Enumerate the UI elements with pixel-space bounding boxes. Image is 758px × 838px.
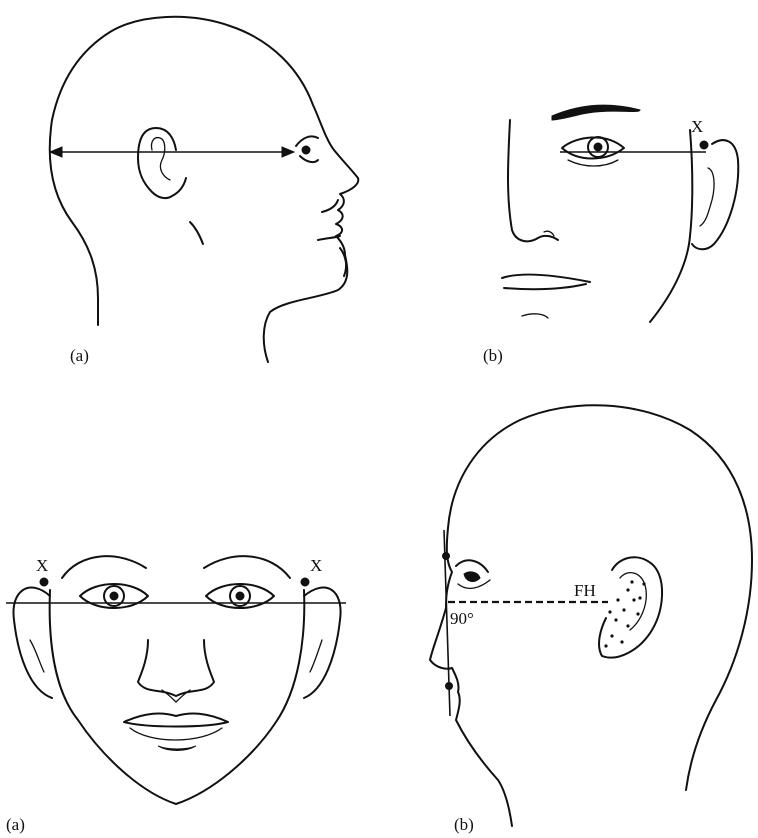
face-contour [650,130,692,322]
right-pupil [236,592,244,600]
point-x-marker [700,141,708,149]
mouth [124,714,228,727]
panel-bottom-right-fh-profile: 90° FH (b) [430,405,752,834]
caption-top-right: (b) [483,346,503,365]
label-90-degrees: 90° [450,609,474,628]
left-eyebrow [62,556,146,578]
right-ear [304,588,341,698]
label-x-left: X [36,556,48,575]
ear [692,140,738,249]
right-ear-inner [310,640,322,672]
mouth [502,275,590,290]
vertical-point-bottom [446,683,453,690]
lower-lip [130,728,222,740]
arrow-right [282,147,294,157]
face-outline [50,590,305,804]
chin-shadow [158,746,196,751]
ear-stippling [605,581,645,647]
ear-inner [151,138,170,180]
panel-top-right-half-face: X (b) [483,105,738,365]
nose [508,120,558,241]
label-x: X [691,117,703,136]
head-outline [50,17,359,362]
label-fh: FH [574,581,596,600]
caption-top-left: (a) [70,346,89,365]
panel-bottom-left-frontal-face: X X (a) [6,556,346,834]
eyebrow [552,105,640,120]
eye-profile [456,560,488,572]
nose [138,640,214,696]
left-pupil [110,592,118,600]
caption-bottom-right: (b) [454,815,474,834]
left-ear [13,588,52,698]
eye-pupil [464,572,480,582]
left-ear-inner [30,640,44,672]
vertical-point-top [443,553,450,560]
left-point-x [40,578,48,586]
label-x-right: X [310,556,322,575]
jaw-outline [190,222,203,244]
right-eyebrow [204,556,290,578]
lower-lid [568,160,618,166]
skull-outline [448,405,752,790]
panel-top-left-head-profile: (a) [50,17,359,365]
chin-line [522,314,548,318]
eye-pupil [302,146,310,154]
ear-inner [700,168,714,226]
arrow-left [50,147,62,157]
nose-profile [322,200,338,212]
eye-pupil [594,143,602,151]
right-point-x [301,578,309,586]
caption-bottom-left: (a) [6,815,25,834]
